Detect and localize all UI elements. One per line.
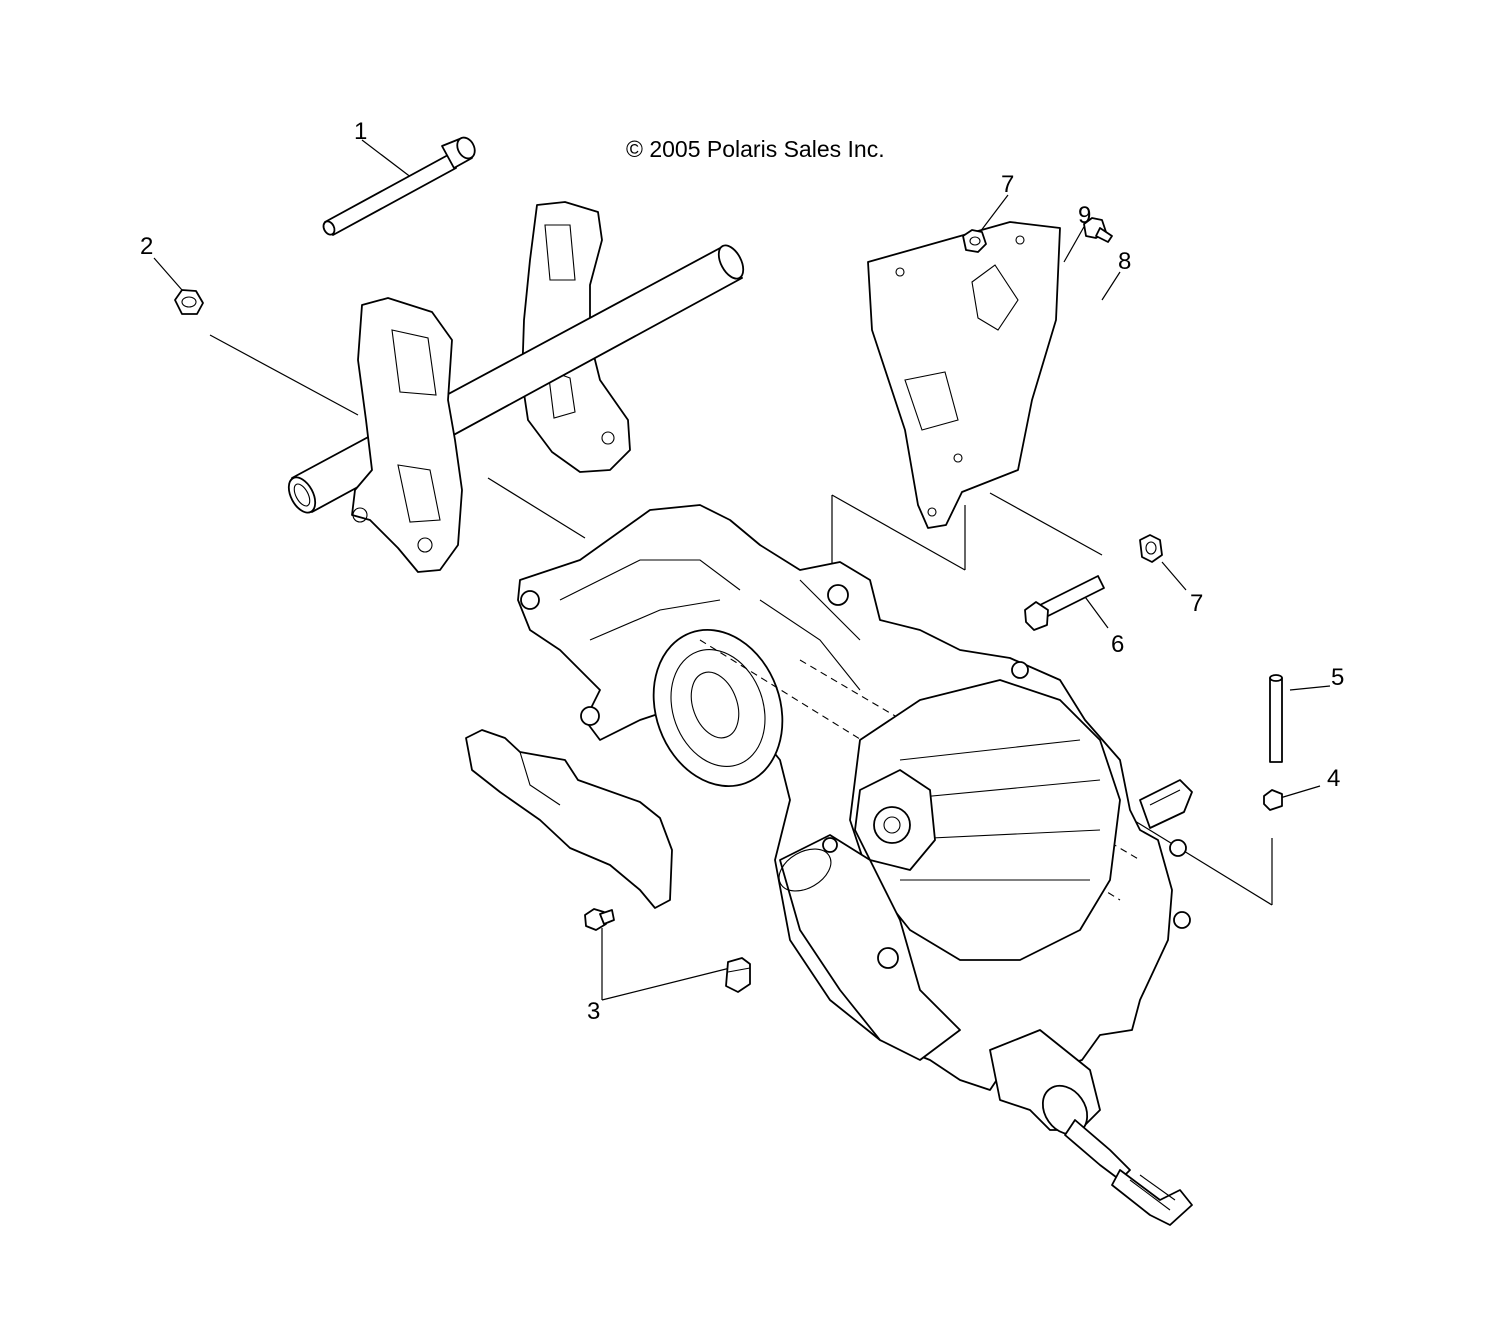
gearcase-housing [517, 504, 1193, 1226]
part-6-bolt [1024, 575, 1105, 631]
part-7-nut-right [1139, 534, 1163, 563]
callout-3: 3 [587, 998, 600, 1025]
part-5-pin [1269, 674, 1283, 763]
part-2-nut [174, 289, 204, 315]
callout-7-top: 7 [1001, 171, 1014, 198]
part-1-long-bolt [322, 136, 476, 236]
part-8-bolt [1083, 217, 1113, 243]
callout-labels: 1 2 3 4 5 6 7 7 8 9 [140, 118, 1344, 1025]
callout-4: 4 [1327, 765, 1340, 792]
copyright-text: © 2005 Polaris Sales Inc. [626, 136, 885, 162]
part-3-bolt-a [584, 908, 615, 931]
callout-8: 8 [1118, 248, 1131, 275]
callout-6: 6 [1111, 631, 1124, 658]
part-9-plate-bracket [867, 221, 1061, 529]
leader-lines [153, 139, 1331, 1001]
skid-plate [465, 729, 673, 909]
callout-2: 2 [140, 233, 153, 260]
callout-7-right: 7 [1190, 590, 1203, 617]
mount-bracket-assembly [287, 201, 745, 573]
part-3-bolt-b [725, 957, 751, 993]
callout-1: 1 [354, 118, 367, 145]
part-7-nut-top [962, 229, 987, 253]
callout-5: 5 [1331, 664, 1344, 691]
part-4-clip [1263, 789, 1283, 811]
